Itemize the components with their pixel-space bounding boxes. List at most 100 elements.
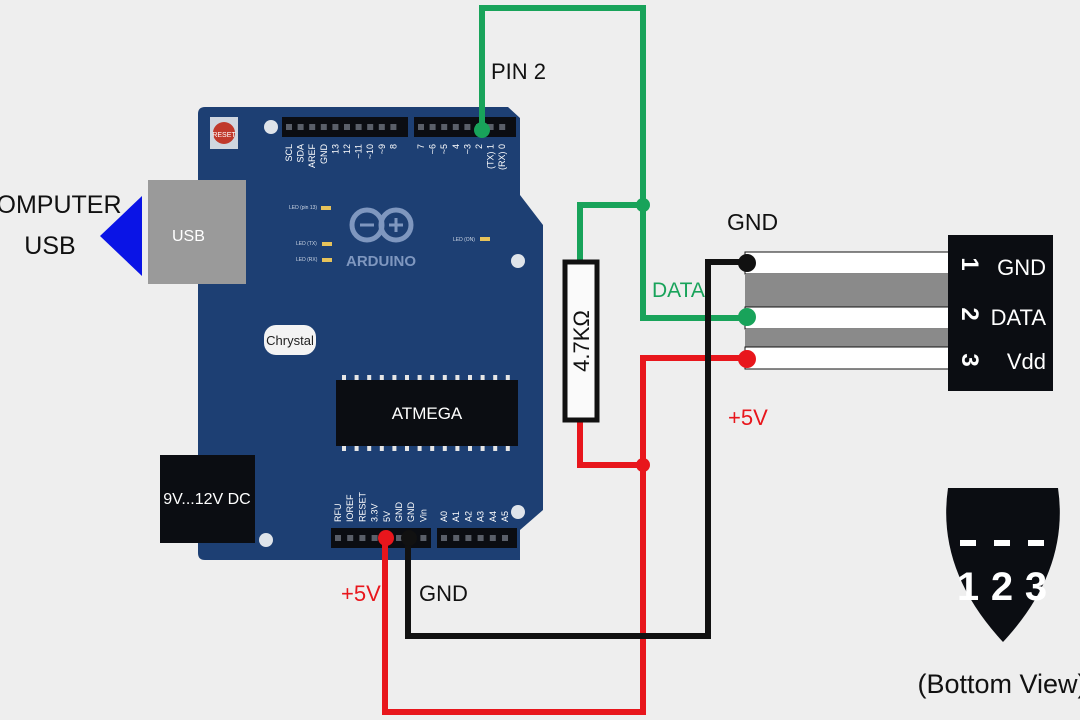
header-pin-label: Vin: [418, 509, 428, 522]
header-pin: [441, 535, 447, 541]
pin2-label: PIN 2: [491, 59, 546, 84]
header-pin-label: GND: [406, 502, 416, 523]
header-pin-label: ~5: [439, 144, 449, 154]
header-pin-label: GND: [319, 144, 329, 165]
header-pin: [371, 535, 378, 541]
header-pin-label: RESET: [357, 491, 367, 522]
header-pin-label: RFU: [333, 504, 343, 523]
chip-pin: [417, 446, 422, 451]
header-pin: [477, 535, 484, 541]
header-pin: [487, 124, 494, 130]
header-pin-label: ~11: [354, 144, 364, 159]
chip-pin: [455, 446, 460, 451]
computer-usb-label-line2: USB: [24, 232, 75, 260]
header-pin: [332, 124, 339, 130]
chip-label: ATMEGA: [392, 404, 463, 423]
header-pin-label: SDA: [296, 144, 306, 163]
reset-button: [213, 122, 235, 144]
probe-pin1-name: GND: [997, 255, 1046, 280]
probe-5v-label: +5V: [728, 405, 768, 430]
header-pin-label: A3: [476, 511, 486, 522]
chip-pin: [354, 375, 359, 380]
header-pin: [441, 124, 448, 130]
chip-pin: [342, 375, 346, 380]
chip-pin: [379, 446, 384, 451]
chip-pin: [493, 446, 498, 451]
chip-pin: [342, 446, 346, 451]
computer-usb-label-line1: COMPUTER: [0, 191, 122, 219]
probe-pin3-name: Vdd: [1007, 349, 1046, 374]
header-pin-label: (TX) 1: [486, 144, 496, 169]
led-pin13-label: LED (pin 13): [289, 205, 317, 211]
chip-pin: [442, 375, 447, 380]
header-pin: [367, 124, 374, 130]
header-pin: [390, 124, 397, 130]
package-pin3: 3: [1025, 565, 1047, 609]
chip-pin: [367, 446, 372, 451]
header-pin-label: A0: [439, 511, 449, 522]
chip-pin: [354, 446, 359, 451]
header-pin: [499, 124, 506, 130]
chip-pin: [430, 375, 435, 380]
header-pin-label: A2: [463, 511, 473, 522]
header-pin: [344, 124, 350, 130]
chip-pin: [442, 446, 447, 451]
header-pin: [309, 124, 316, 130]
bottom-view-label: (Bottom View): [917, 669, 1080, 699]
chip-pin: [468, 375, 472, 380]
header-pin-label: ~9: [377, 144, 387, 154]
header-pin-label: GND: [394, 502, 404, 523]
header-pin: [297, 124, 304, 130]
header-pin: [320, 124, 327, 130]
chip-pin: [430, 446, 435, 451]
usb-arrow-icon: [100, 196, 142, 276]
header-pin-label: (RX) 0: [497, 144, 507, 170]
chip-pin: [455, 375, 460, 380]
power-jack-label: 9V...12V DC: [163, 491, 250, 508]
package-pin1: 1: [957, 565, 979, 609]
data-wire-label: DATA: [652, 279, 705, 302]
chip-pin: [468, 446, 472, 451]
chip-pin: [505, 375, 510, 380]
chip-pin: [493, 375, 498, 380]
chip-pin: [392, 446, 397, 451]
probe-pin2-name: DATA: [991, 305, 1047, 330]
header-pin: [396, 535, 402, 541]
header-pin-label: A5: [500, 511, 510, 522]
probe-gnd-label: GND: [727, 209, 778, 235]
chip-pin: [379, 375, 384, 380]
board-5v-label: +5V: [341, 581, 381, 606]
header-pin-label: A1: [451, 511, 461, 522]
probe-pin3-number: 3: [956, 353, 983, 366]
header-pin-label: ~6: [428, 144, 438, 154]
led-on-label: LED (ON): [453, 237, 475, 243]
header-pin-label: 8: [388, 144, 398, 149]
header-pin-label: 4: [451, 144, 461, 149]
arduino-logo-text: ARDUINO: [346, 253, 416, 270]
header-pin-label: 13: [330, 144, 340, 154]
sensor-probe: 1 2 3 GND DATA Vdd: [948, 235, 1053, 391]
chip-pin: [405, 446, 409, 451]
probe-pin2-number: 2: [956, 307, 983, 320]
header-pin-label: AREF: [307, 144, 317, 169]
header-pin: [429, 124, 436, 130]
header-pin: [452, 124, 459, 130]
crystal-label: Chrystal: [266, 333, 314, 348]
chip-pin: [480, 446, 485, 451]
chip-pin: [367, 375, 372, 380]
header-pin: [489, 535, 496, 541]
header-pin-label: IOREF: [345, 494, 355, 522]
header-pin-label: A4: [488, 511, 498, 522]
header-pin: [286, 124, 292, 130]
wire-black: [405, 259, 745, 639]
resistor-label: 4.7KΩ: [569, 310, 594, 372]
header-pin: [465, 535, 472, 541]
header-pin: [359, 535, 366, 541]
usb-port: [148, 180, 246, 284]
header-pin: [418, 124, 424, 130]
header-pin-label: 7: [416, 144, 426, 149]
header-pin: [355, 124, 362, 130]
usb-port-label: USB: [172, 228, 205, 245]
